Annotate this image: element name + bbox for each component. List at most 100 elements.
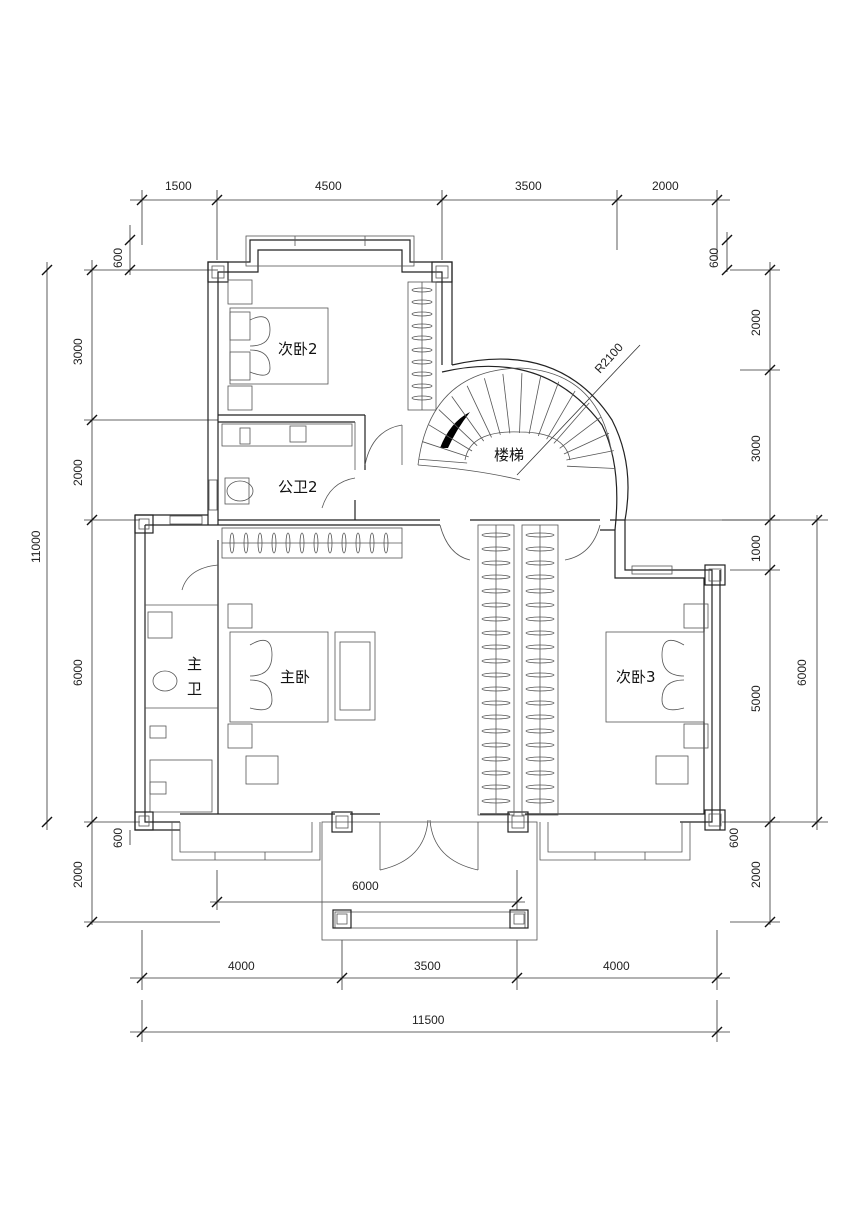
hanger — [481, 784, 511, 790]
stair-tread — [419, 458, 468, 464]
hanger — [525, 770, 555, 776]
dim-right-outer: 6000 — [795, 659, 809, 686]
hanger — [481, 644, 511, 650]
dim-left-outer: 11000 — [29, 530, 43, 563]
stair-tread — [519, 373, 523, 434]
hanger — [313, 532, 319, 554]
hanger — [481, 602, 511, 608]
stair-tread — [546, 390, 576, 440]
dim-top-4: 2000 — [652, 179, 679, 193]
hanger — [481, 714, 511, 720]
stair-tread — [537, 381, 560, 437]
stair-tread — [528, 375, 542, 435]
hanger — [481, 686, 511, 692]
hanger — [369, 532, 375, 554]
stair-tread — [502, 373, 511, 434]
dim-top-2: 4500 — [315, 179, 342, 193]
stair-tread — [566, 465, 615, 469]
dim-left-2: 3000 — [71, 338, 85, 365]
dim-bottom-2: 3500 — [414, 959, 441, 973]
dim-bottom-1: 4000 — [228, 959, 255, 973]
stair-tread — [566, 450, 614, 461]
dim-right-3: 3000 — [749, 435, 763, 462]
bed-bedroom3 — [605, 603, 709, 785]
hanger — [481, 532, 511, 538]
hanger — [481, 798, 511, 804]
hanger — [229, 532, 235, 554]
stair-tread — [563, 432, 610, 455]
dim-left-6: 2000 — [71, 861, 85, 888]
corridor-wardrobes — [477, 524, 559, 816]
dim-right-1: 600 — [707, 248, 721, 268]
wardrobe-bedroom2 — [407, 281, 437, 411]
hanger — [411, 299, 433, 305]
stair-tread — [559, 416, 601, 449]
master-bath-fixtures — [147, 611, 178, 795]
hanger — [525, 560, 555, 566]
hanger — [481, 546, 511, 552]
bathroom2-fixtures — [221, 423, 353, 505]
label-bathroom2: 公卫2 — [278, 478, 318, 496]
hanger — [411, 395, 433, 401]
hanger — [525, 630, 555, 636]
dim-left-5: 600 — [111, 828, 125, 848]
dim-left-4: 6000 — [71, 659, 85, 686]
dim-total: 11500 — [412, 1013, 445, 1027]
hanger — [481, 756, 511, 762]
dim-right-2: 2000 — [749, 309, 763, 336]
hanger — [525, 700, 555, 706]
stair-tread — [451, 396, 485, 442]
hanger — [525, 658, 555, 664]
hanger — [525, 728, 555, 734]
hanger — [257, 532, 263, 554]
hanger — [481, 616, 511, 622]
dim-right-7: 2000 — [749, 861, 763, 888]
stair-tread — [438, 409, 478, 446]
dim-top-1: 1500 — [165, 179, 192, 193]
hanger — [355, 532, 361, 554]
hanger — [525, 672, 555, 678]
dim-right-6: 600 — [727, 828, 741, 848]
hanger — [243, 532, 249, 554]
hanger — [481, 672, 511, 678]
dim-left-3: 2000 — [71, 459, 85, 486]
hanger — [481, 588, 511, 594]
hanger — [525, 616, 555, 622]
hanger — [525, 644, 555, 650]
hanger — [411, 323, 433, 329]
hanger — [525, 574, 555, 580]
hanger — [525, 756, 555, 762]
hanger — [525, 588, 555, 594]
hangers — [229, 287, 555, 804]
hanger — [481, 560, 511, 566]
label-bedroom2: 次卧2 — [278, 340, 318, 358]
label-master-bath-1: 主 — [187, 655, 202, 673]
hanger — [525, 546, 555, 552]
dimension-lines — [41, 190, 828, 1042]
hanger — [327, 532, 333, 554]
dim-bottom-3: 4000 — [603, 959, 630, 973]
hanger — [411, 311, 433, 317]
hanger — [525, 784, 555, 790]
hanger — [525, 602, 555, 608]
windows — [169, 236, 673, 860]
label-master-bath-2: 卫 — [187, 680, 202, 698]
stair-tread — [422, 441, 469, 458]
hanger — [481, 658, 511, 664]
hanger — [299, 532, 305, 554]
stair-tread — [428, 424, 473, 452]
wardrobe-master — [221, 527, 403, 559]
hanger — [383, 532, 389, 554]
stair-arrow-icon — [440, 412, 470, 448]
hanger — [271, 532, 277, 554]
hanger — [525, 798, 555, 804]
stair-tread — [553, 402, 590, 444]
doors — [181, 424, 601, 871]
dim-right-4: 1000 — [749, 535, 763, 562]
hanger — [411, 383, 433, 389]
stair-tread — [483, 378, 501, 435]
columns — [134, 261, 726, 929]
hanger — [525, 532, 555, 538]
hanger — [481, 700, 511, 706]
hanger — [481, 630, 511, 636]
